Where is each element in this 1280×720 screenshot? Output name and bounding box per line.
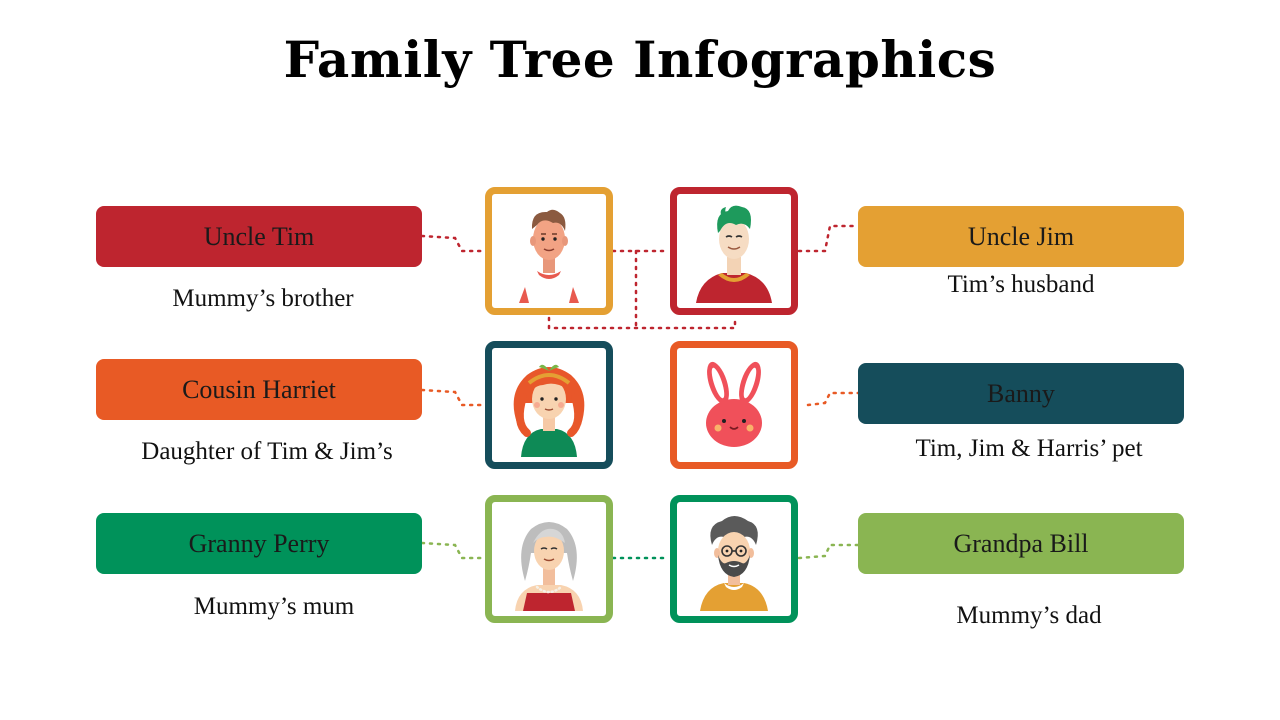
connector-cousin-harriet [420,388,486,407]
page-title: Family Tree Infographics [283,30,997,89]
man-avatar-icon [511,209,587,303]
girl-avatar-icon [513,364,585,457]
relation-uncle-jim: Tim’s husband [947,271,1095,298]
connector-banny [806,391,860,407]
grandfather-avatar-icon [700,516,768,611]
connector-uncle-jim [797,224,860,253]
label-banny: Banny [858,363,1184,424]
avatar-frame-cousin-harriet [485,341,613,469]
avatar-frame-grandpa-bill [670,495,798,623]
avatar-frame-banny [670,341,798,469]
connector-parents-child [547,249,737,330]
grandmother-avatar-icon [515,522,583,611]
avatar-frame-uncle-jim [670,187,798,315]
bunny-avatar-icon [706,361,762,447]
relation-granny-perry: Mummy’s mum [193,593,355,620]
label-cousin-harriet: Cousin Harriet [96,359,422,420]
relation-cousin-harriet: Daughter of Tim & Jim’s [141,438,393,465]
relation-uncle-tim: Mummy’s brother [172,285,354,312]
relation-grandpa-bill: Mummy’s dad [956,602,1102,629]
connector-grandpa-bill [797,543,860,560]
label-granny-perry: Granny Perry [96,513,422,574]
connector-granny-perry [420,541,486,560]
green-haired-man-avatar-icon [696,205,772,303]
label-uncle-tim: Uncle Tim [96,206,422,267]
avatar-frame-granny-perry [485,495,613,623]
relation-banny: Tim, Jim & Harris’ pet [915,435,1143,462]
connector-uncle-tim [420,234,486,253]
avatar-frame-uncle-tim [485,187,613,315]
label-grandpa-bill: Grandpa Bill [858,513,1184,574]
label-uncle-jim: Uncle Jim [858,206,1184,267]
